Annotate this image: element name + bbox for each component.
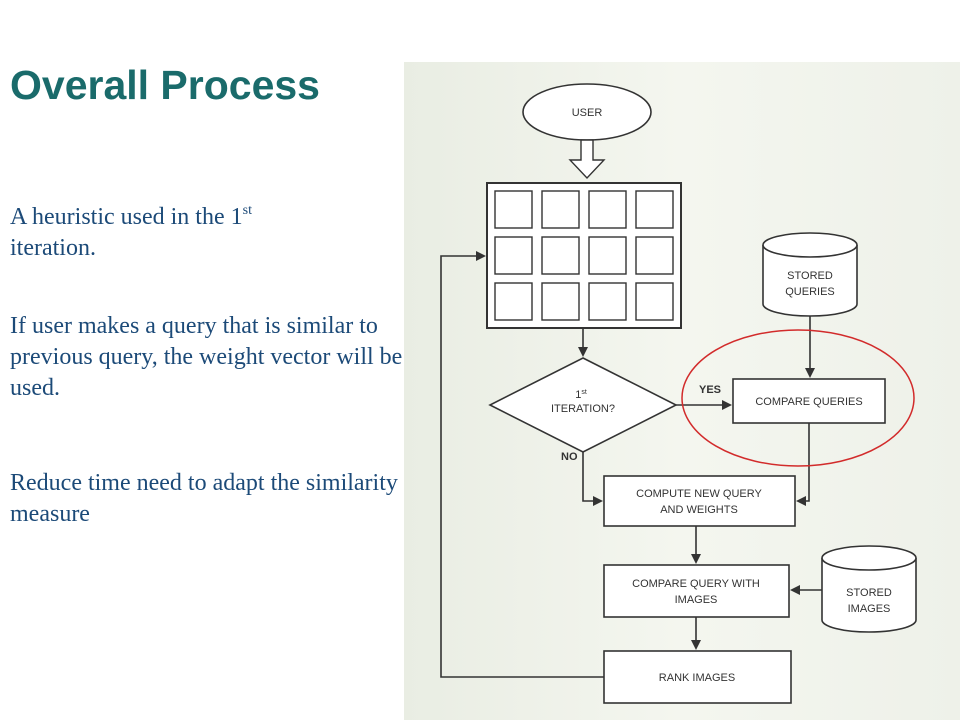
image-grid-cell	[588, 282, 627, 321]
stored-images-label-line1: STORED	[846, 587, 892, 599]
image-grid-cell	[494, 190, 533, 229]
image-grid-cell	[541, 236, 580, 275]
compute-query-label-line2: AND WEIGHTS	[660, 504, 738, 516]
compare-queries-label: COMPARE QUERIES	[755, 396, 862, 408]
image-grid	[486, 182, 682, 329]
stored-images-cylinder: STORED IMAGES	[821, 545, 917, 633]
stored-queries-label-line1: STORED	[787, 270, 833, 282]
image-grid-cell	[541, 282, 580, 321]
similar-query-text: If user makes a query that is similar to…	[10, 313, 403, 401]
heuristic-text-suffix: iteration.	[10, 235, 96, 261]
feedback-loop-arrow	[440, 251, 604, 678]
compute-query-label-line1: COMPUTE NEW QUERY	[636, 488, 762, 500]
no-label: NO	[561, 451, 578, 463]
image-grid-cell	[494, 282, 533, 321]
yes-label: YES	[699, 384, 721, 396]
rank-images-label: RANK IMAGES	[659, 672, 735, 684]
compare-queries-to-compute-arrow	[796, 423, 810, 506]
image-grid-cell	[635, 282, 674, 321]
stored-images-label-line2: IMAGES	[848, 603, 891, 615]
compare-images-label-line2: IMAGES	[675, 594, 718, 606]
reduce-time-text: Reduce time need to adapt the similarity…	[10, 470, 398, 527]
flowchart-diagram: USER STORED QUERIES 1st ITERATION? COMPA…	[404, 62, 960, 720]
heuristic-text: A heuristic used in the 1st iteration.	[10, 202, 405, 264]
user-label: USER	[572, 107, 603, 119]
image-grid-cell	[494, 236, 533, 275]
stored-queries-cylinder: STORED QUERIES	[762, 232, 858, 317]
rank-images-node: RANK IMAGES	[603, 650, 792, 704]
no-arrow	[582, 452, 603, 506]
slide-title: Overall Process	[10, 62, 320, 108]
image-grid-cell	[635, 190, 674, 229]
highlight-ellipse	[681, 329, 915, 467]
heuristic-text-prefix: A heuristic used in the 1	[10, 204, 243, 230]
compare-images-node: COMPARE QUERY WITH IMAGES	[603, 564, 790, 618]
decision-label-line1: 1st	[575, 389, 587, 401]
heuristic-text-superscript: st	[242, 203, 252, 218]
decision-label-line2: ITERATION?	[551, 403, 615, 415]
compare-images-label-line1: COMPARE QUERY WITH	[632, 578, 760, 590]
compare-queries-node: COMPARE QUERIES	[732, 378, 886, 424]
image-grid-cell	[588, 236, 627, 275]
stored-queries-label-line2: QUERIES	[785, 286, 835, 298]
image-grid-cell	[541, 190, 580, 229]
user-down-arrow	[568, 139, 606, 180]
image-grid-cell	[635, 236, 674, 275]
image-grid-cell	[588, 190, 627, 229]
user-node: USER	[522, 83, 652, 141]
compute-query-node: COMPUTE NEW QUERY AND WEIGHTS	[603, 475, 796, 527]
